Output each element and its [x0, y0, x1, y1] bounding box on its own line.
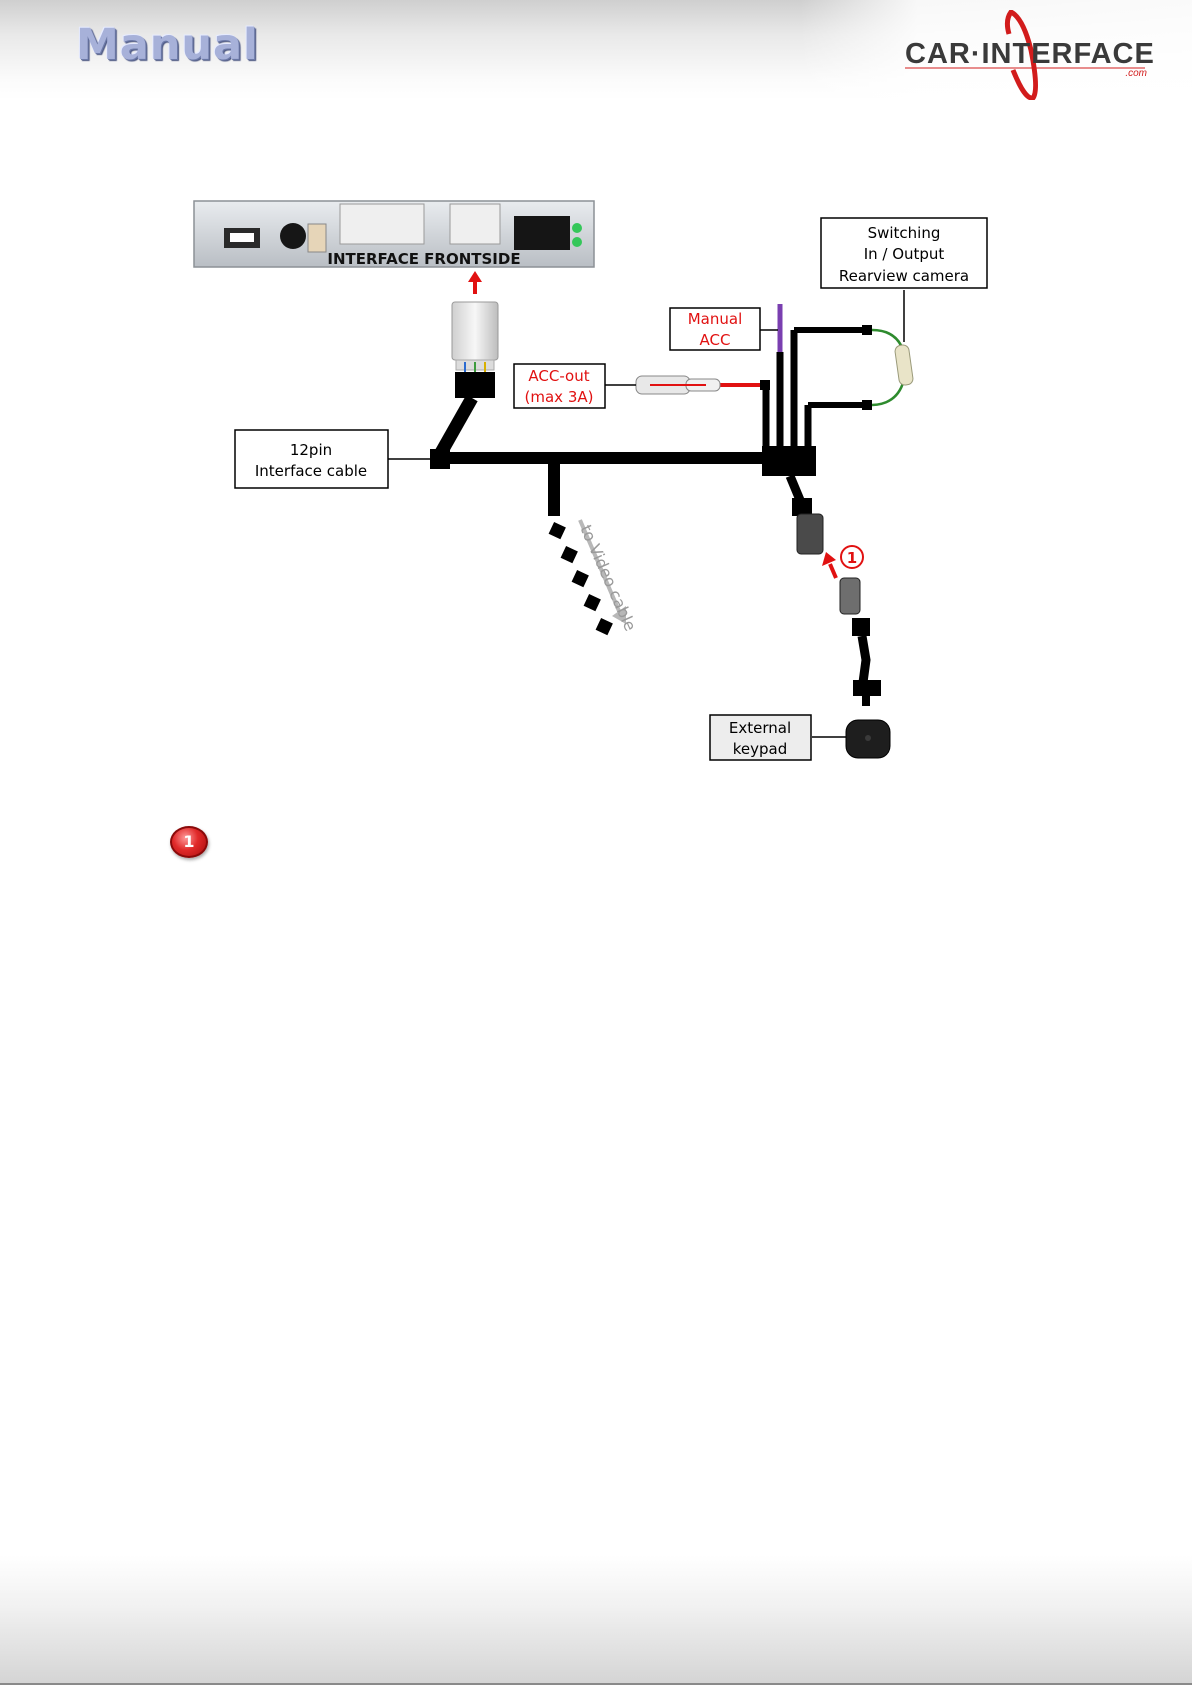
switching-line1: Switching — [868, 224, 941, 242]
manual-acc-line2: ACC — [700, 331, 731, 349]
connector-socket-black — [514, 216, 570, 250]
external-keypad-icon — [846, 720, 890, 758]
switching-line3: Rearview camera — [839, 267, 969, 285]
keypad-line1: External — [729, 719, 791, 737]
keypad-label-box: External keypad — [710, 715, 846, 760]
camera-switching-wires — [794, 325, 914, 410]
interface-frontside-label: INTERFACE FRONTSIDE — [327, 250, 520, 268]
connector-socket-large — [340, 204, 424, 244]
interface-frontside-unit: INTERFACE FRONTSIDE — [194, 201, 594, 268]
switching-line2: In / Output — [864, 245, 945, 263]
acc-out-label-box: ACC-out (max 3A) — [514, 364, 636, 408]
manual-acc-line1: Manual — [688, 310, 743, 328]
keypad-connector-female — [797, 514, 823, 554]
keypad-connector-male — [840, 578, 860, 614]
acc-out-line1: ACC-out — [528, 367, 589, 385]
page-footer — [0, 1555, 1192, 1685]
switching-label-box: Switching In / Output Rearview camera — [821, 218, 987, 342]
acc-out-line2: (max 3A) — [525, 388, 594, 406]
acc-out-wire — [636, 376, 770, 394]
round-jack-icon — [280, 223, 306, 249]
keypad-line2: keypad — [733, 740, 788, 758]
cable-label-line1: 12pin — [290, 441, 332, 459]
keypad-cable — [790, 476, 881, 706]
cable-label-box: 12pin Interface cable — [235, 430, 432, 488]
white-12pin-plug — [452, 302, 498, 398]
step-marker-diagram: 1 — [847, 549, 857, 567]
connector-socket-12pin — [450, 204, 500, 244]
plug-in-arrow-icon — [468, 271, 482, 294]
step-1-badge: 1 — [170, 826, 208, 858]
cable-label-line2: Interface cable — [255, 462, 367, 480]
plug-in-arrow-step1: 1 — [822, 546, 863, 578]
manual-acc-label-box: Manual ACC — [670, 308, 778, 350]
